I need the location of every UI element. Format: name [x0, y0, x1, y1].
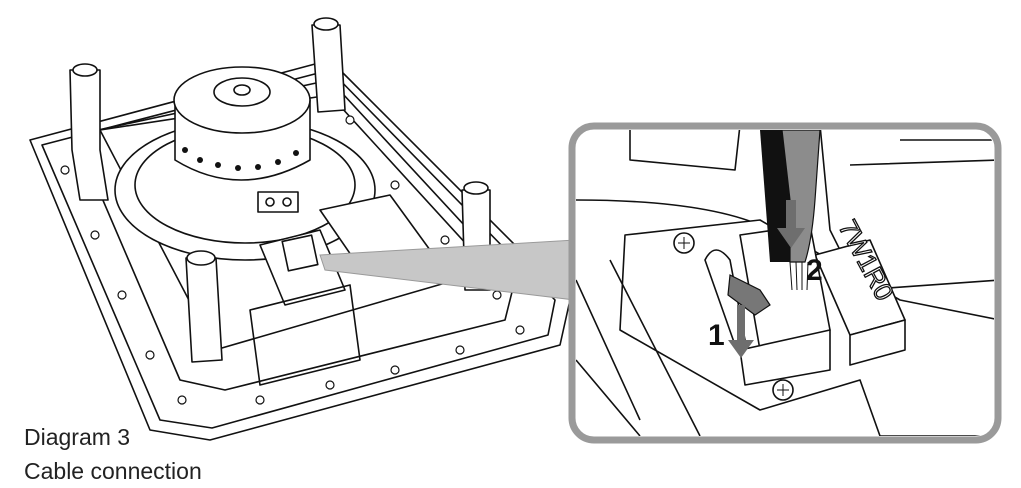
mounting-posts: [69, 17, 491, 363]
detail-inset: 1 2 7W1R0: [568, 122, 1002, 444]
woofer: [114, 66, 376, 261]
diagram-subtitle: Cable connection: [24, 458, 202, 484]
step-2-label: 2: [806, 254, 823, 287]
arrow-down-icon: [777, 200, 805, 248]
step-1-label: 1: [708, 319, 725, 352]
diagram-title: Diagram 3: [24, 424, 131, 450]
arrow-down-icon: [728, 305, 754, 358]
